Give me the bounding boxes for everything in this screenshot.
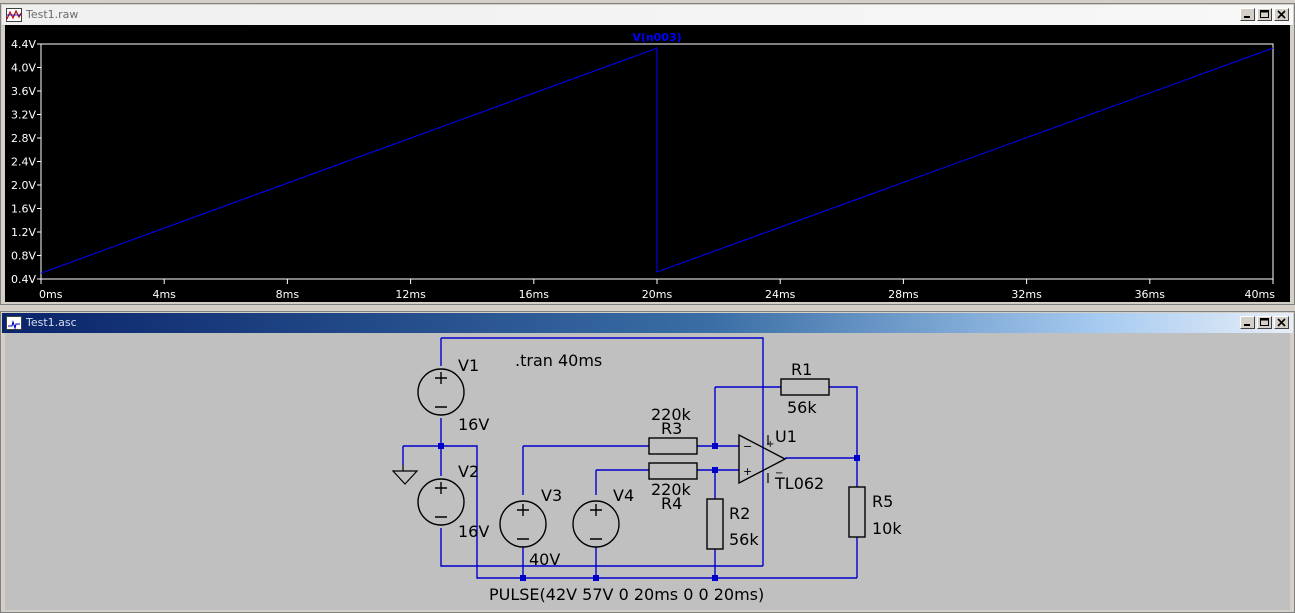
waveform-window: Test1.raw 0ms 4ms 8ms 12ms 16ms 20ms 24ms 28ms 3… — [0, 3, 1295, 305]
x-tick-label: 4ms — [152, 288, 176, 301]
y-tick-label: 3.2V — [11, 109, 36, 122]
schematic-window-title: Test1.asc — [26, 316, 77, 329]
v3-name: V3 — [541, 486, 562, 505]
waveform-file-icon — [6, 8, 22, 22]
resistor-r1[interactable] — [780, 378, 830, 396]
voltage-source-v2[interactable] — [417, 478, 465, 526]
x-tick-label: 36ms — [1135, 288, 1166, 301]
x-tick-label: 12ms — [395, 288, 426, 301]
wires — [402, 337, 858, 579]
v3-value: 40V — [529, 550, 560, 569]
y-tick-label: 1.2V — [11, 226, 36, 239]
u1-name: U1 — [775, 427, 797, 446]
close-icon — [1277, 10, 1286, 19]
waveform-maximize-button[interactable] — [1257, 8, 1272, 21]
r1-name: R1 — [791, 360, 812, 379]
schematic-minimize-button[interactable] — [1240, 316, 1255, 329]
trace-label: V(n003) — [632, 31, 681, 44]
svg-text:+: + — [743, 465, 752, 478]
resistor-r5[interactable] — [848, 486, 866, 538]
schematic-titlebar[interactable]: Test1.asc — [2, 313, 1293, 333]
y-tick-label: 4.0V — [11, 62, 36, 75]
v4-value: PULSE(42V 57V 0 20ms 0 0 20ms) — [489, 585, 764, 604]
y-tick-label: 4.4V — [11, 38, 36, 51]
voltage-source-v4[interactable] — [572, 500, 620, 548]
r2-value: 56k — [729, 530, 759, 549]
v1-value: 16V — [458, 415, 489, 434]
waveform-minimize-button[interactable] — [1240, 8, 1255, 21]
resistor-r2[interactable] — [706, 498, 724, 550]
resistor-r4[interactable] — [648, 462, 698, 480]
maximize-icon — [1260, 10, 1269, 18]
waveform-window-title: Test1.raw — [26, 8, 79, 21]
schematic-window: Test1.asc — [0, 311, 1295, 613]
v4-name: V4 — [613, 486, 634, 505]
close-icon — [1277, 318, 1286, 327]
opamp-u1[interactable]: − + + − — [738, 433, 787, 485]
waveform-titlebar[interactable]: Test1.raw — [2, 5, 1293, 26]
v1-name: V1 — [458, 356, 479, 375]
waveform-plot[interactable]: 0ms 4ms 8ms 12ms 16ms 20ms 24ms 28ms 32ms 36ms 40m… — [5, 25, 1292, 302]
ground-symbol[interactable] — [391, 470, 419, 485]
schematic-file-icon — [6, 316, 22, 330]
y-tick-label: 2.0V — [11, 179, 36, 192]
r3-name: R3 — [661, 419, 682, 438]
y-tick-label: 2.8V — [11, 132, 36, 145]
r1-value: 56k — [787, 398, 817, 417]
x-tick-label: 0ms — [39, 288, 63, 301]
y-tick-label: 2.4V — [11, 156, 36, 169]
voltage-source-v3[interactable] — [499, 500, 547, 548]
svg-text:−: − — [743, 440, 752, 453]
x-tick-label: 24ms — [765, 288, 796, 301]
svg-text:−: − — [775, 468, 783, 479]
schematic-maximize-button[interactable] — [1257, 316, 1272, 329]
trace-line — [40, 47, 1274, 274]
x-tick-label: 20ms — [642, 288, 673, 301]
junction-dots — [438, 443, 860, 581]
y-tick-label: 1.6V — [11, 203, 36, 216]
tran-directive[interactable]: .tran 40ms — [515, 351, 602, 370]
x-tick-label: 40ms — [1245, 288, 1276, 301]
r5-value: 10k — [872, 519, 902, 538]
u1-value: TL062 — [774, 474, 824, 493]
minimize-icon — [1244, 16, 1250, 18]
voltage-source-v1[interactable] — [417, 368, 465, 416]
minimize-icon — [1244, 324, 1250, 326]
resistor-r3[interactable] — [648, 437, 698, 455]
x-tick-label: 32ms — [1011, 288, 1042, 301]
x-tick-label: 16ms — [519, 288, 550, 301]
r4-name: R4 — [661, 494, 682, 513]
y-tick-label: 0.8V — [11, 250, 36, 263]
schematic-close-button[interactable] — [1274, 316, 1289, 329]
y-tick-label: 3.6V — [11, 85, 36, 98]
y-tick-label: 0.4V — [11, 273, 36, 286]
r4-value: 220k — [651, 480, 692, 499]
v2-name: V2 — [458, 462, 479, 481]
r5-name: R5 — [872, 492, 893, 511]
x-tick-label: 8ms — [276, 288, 300, 301]
svg-text:+: + — [766, 439, 774, 450]
maximize-icon — [1260, 318, 1269, 326]
schematic-canvas[interactable]: − + + − .tran 40ms V1 — [5, 333, 1292, 610]
v2-value: 16V — [458, 522, 489, 541]
x-tick-label: 28ms — [888, 288, 919, 301]
r2-name: R2 — [729, 504, 750, 523]
r3-value: 220k — [651, 405, 692, 424]
waveform-close-button[interactable] — [1274, 8, 1289, 21]
